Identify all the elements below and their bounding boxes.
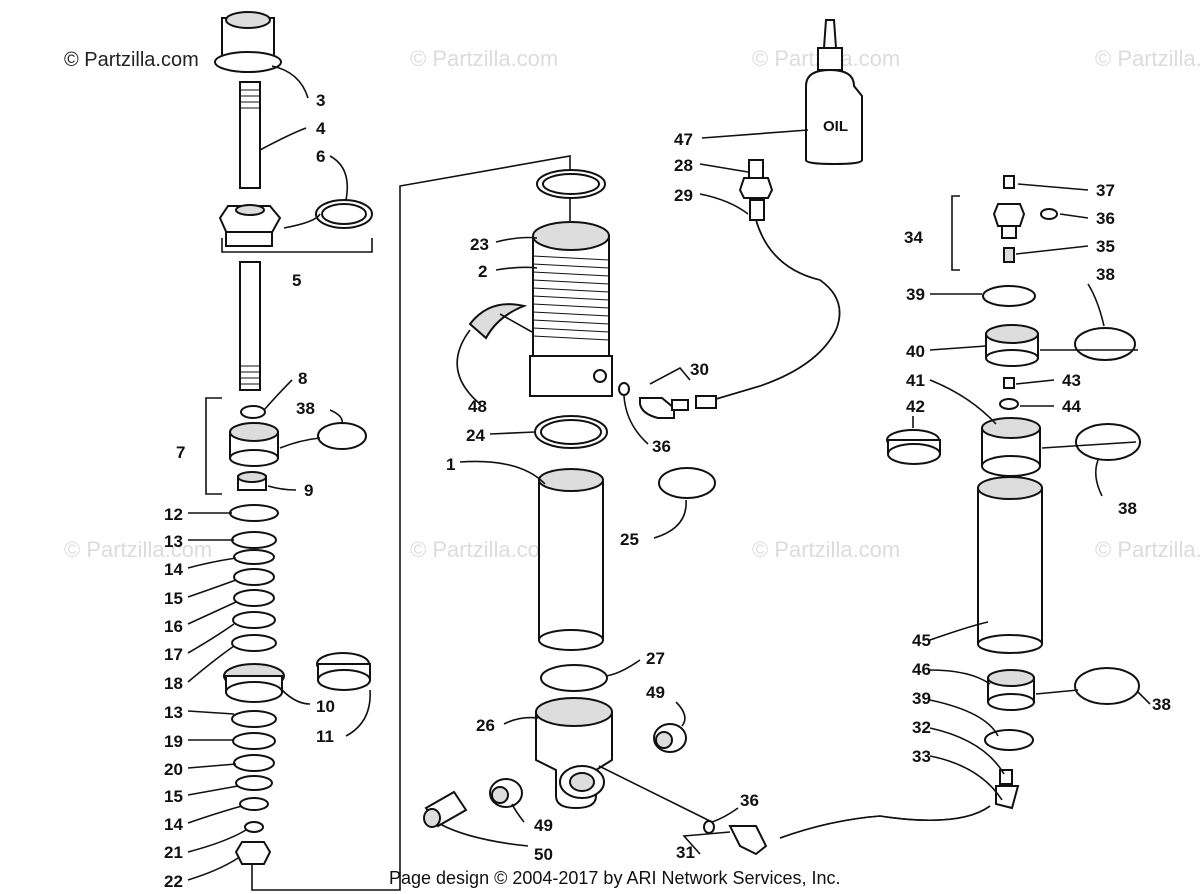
callout-50: 50 xyxy=(534,845,553,864)
callout-37: 37 xyxy=(1096,181,1115,200)
callout-11: 11 xyxy=(316,727,334,746)
callout-14: 14 xyxy=(164,815,183,834)
callout-35: 35 xyxy=(1096,237,1115,256)
callout-39: 39 xyxy=(906,285,925,304)
watermarks: © Partzilla.com © Partzilla.com © Partzi… xyxy=(64,46,1200,562)
callout-13: 13 xyxy=(164,532,183,551)
callout-19: 19 xyxy=(164,732,183,751)
callout-31: 31 xyxy=(676,843,695,862)
callout-36: 36 xyxy=(1096,209,1115,228)
callout-12: 12 xyxy=(164,505,183,524)
callout-1: 1 xyxy=(446,455,455,474)
callout-13: 13 xyxy=(164,703,183,722)
callout-26: 26 xyxy=(476,716,495,735)
watermark: © Partzilla.com xyxy=(1095,46,1200,71)
callout-48: 48 xyxy=(468,397,487,416)
callout-34: 34 xyxy=(904,228,923,247)
callout-29: 29 xyxy=(674,186,693,205)
callout-36: 36 xyxy=(740,791,759,810)
callout-21: 21 xyxy=(164,843,183,862)
callout-38: 38 xyxy=(1118,499,1137,518)
callout-10: 10 xyxy=(316,697,335,716)
callout-39: 39 xyxy=(912,689,931,708)
callout-4: 4 xyxy=(316,119,326,138)
right-reservoir-assembly xyxy=(886,175,1141,810)
callout-45: 45 xyxy=(912,631,931,650)
callout-20: 20 xyxy=(164,760,183,779)
left-shaft-assembly xyxy=(205,11,373,865)
oil-label: OIL xyxy=(823,118,848,135)
callout-2: 2 xyxy=(478,262,487,281)
watermark: © Partzilla.com xyxy=(410,46,558,71)
callout-49: 49 xyxy=(534,816,553,835)
callout-36: 36 xyxy=(652,437,671,456)
callout-3: 3 xyxy=(316,91,325,110)
callout-18: 18 xyxy=(164,674,183,693)
callout-14: 14 xyxy=(164,560,183,579)
callout-38: 38 xyxy=(1096,265,1115,284)
callout-5: 5 xyxy=(292,271,301,290)
watermark: © Partzilla.com xyxy=(410,537,558,562)
callout-28: 28 xyxy=(674,156,693,175)
callout-27: 27 xyxy=(646,649,665,668)
watermark: © Partzilla.com xyxy=(64,537,212,562)
callout-23: 23 xyxy=(470,235,489,254)
callout-49: 49 xyxy=(646,683,665,702)
callout-17: 17 xyxy=(164,645,183,664)
callout-38: 38 xyxy=(296,399,315,418)
callout-33: 33 xyxy=(912,747,931,766)
callout-44: 44 xyxy=(1062,397,1081,416)
callout-32: 32 xyxy=(912,718,931,737)
callout-41: 41 xyxy=(906,371,925,390)
callout-16: 16 xyxy=(164,617,183,636)
callout-46: 46 xyxy=(912,660,931,679)
callout-40: 40 xyxy=(906,342,925,361)
watermark: © Partzilla.com xyxy=(752,537,900,562)
leader-lines xyxy=(187,65,1151,881)
watermark: © Partzilla.com xyxy=(1095,537,1200,562)
callout-9: 9 xyxy=(304,481,313,500)
callout-15: 15 xyxy=(164,589,183,608)
callout-8: 8 xyxy=(298,369,307,388)
callout-24: 24 xyxy=(466,426,485,445)
callout-47: 47 xyxy=(674,130,693,149)
callout-22: 22 xyxy=(164,872,183,891)
copyright-text: © Partzilla.com xyxy=(64,49,199,71)
callout-labels: 3 4 6 5 8 38 7 9 12 13 14 15 16 17 18 10… xyxy=(164,91,1171,891)
assembly-link-line xyxy=(251,155,571,891)
callout-25: 25 xyxy=(620,530,639,549)
callout-38: 38 xyxy=(1152,695,1171,714)
callout-43: 43 xyxy=(1062,371,1081,390)
center-body-assembly: OIL xyxy=(423,19,991,856)
callout-42: 42 xyxy=(906,397,925,416)
callout-30: 30 xyxy=(690,360,709,379)
callout-6: 6 xyxy=(316,147,325,166)
footer-credit: Page design © 2004-2017 by ARI Network S… xyxy=(389,868,841,888)
callout-7: 7 xyxy=(176,443,185,462)
callout-15: 15 xyxy=(164,787,183,806)
